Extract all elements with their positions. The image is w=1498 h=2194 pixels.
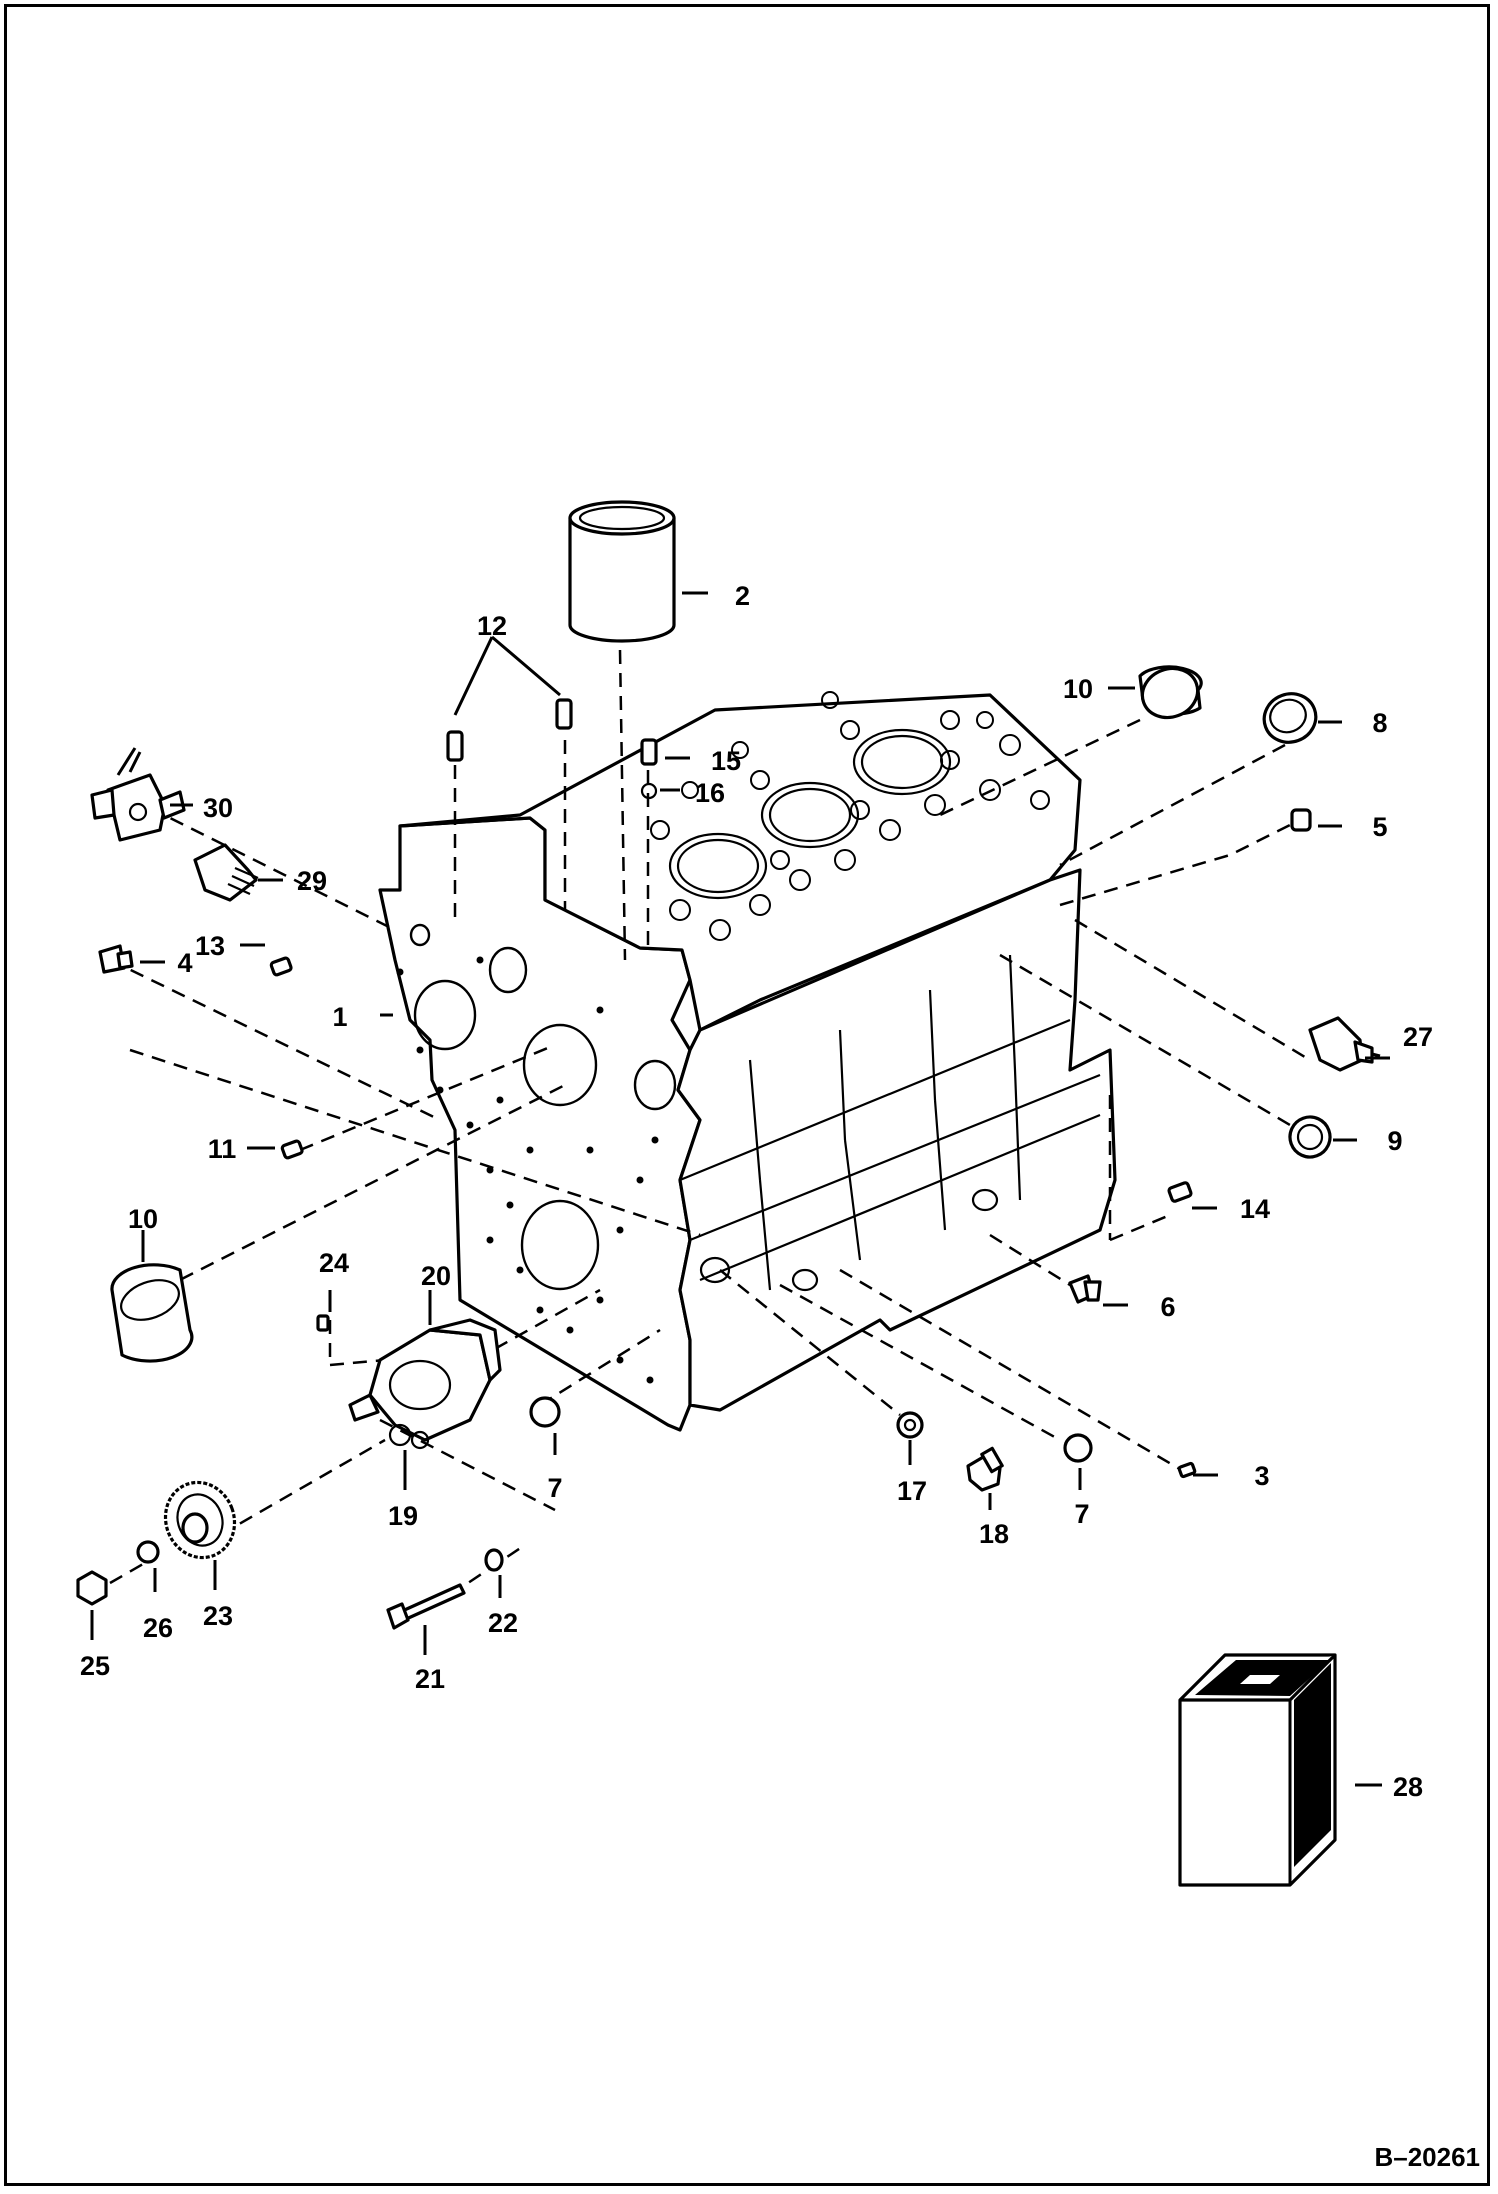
callout-30: 30 [203,793,233,823]
plug-part-8 [1262,692,1318,744]
pin-part-15 [640,738,658,766]
o-ring-part-16 [640,782,658,800]
plug-part-5 [1290,808,1312,832]
callout-19: 19 [388,1501,418,1531]
callout-10-top: 10 [1063,674,1093,704]
callout-28: 28 [1393,1772,1423,1802]
callout-21: 21 [415,1664,445,1694]
oil-pressure-switch [1308,1016,1381,1072]
callout-12: 12 [477,611,507,641]
drive-gear [163,1480,237,1560]
leader-lines [90,591,1390,1787]
plug-part-7-right [1063,1433,1093,1463]
gasket-kit-box [1178,1653,1337,1887]
injection-pump [348,1318,502,1450]
callout-7-left: 7 [547,1473,562,1503]
washer-part-22 [484,1548,504,1572]
callout-24: 24 [319,1248,349,1278]
washer-part-26 [136,1540,160,1564]
pin-part-14 [1167,1181,1193,1203]
callout-2: 2 [735,581,750,611]
callout-5: 5 [1372,812,1387,842]
callout-10-bottom: 10 [128,1204,158,1234]
callout-23: 23 [203,1601,233,1631]
callout-9: 9 [1387,1126,1402,1156]
callout-13: 13 [195,931,225,961]
valve-fitting [90,747,186,842]
seal-part-9 [1288,1115,1332,1159]
callout-29: 29 [297,866,327,896]
drawing-frame [4,4,1490,2186]
pin-part-13 [269,956,293,977]
key-part-24 [316,1314,330,1332]
callout-16: 16 [695,778,725,808]
bolt-part-21 [386,1583,466,1630]
plug-part-7-left [529,1396,561,1428]
expansion-plug-bottom [110,1263,194,1363]
expansion-plug-top [1138,665,1203,720]
dowel-pins [446,635,573,762]
callout-7-right: 7 [1074,1499,1089,1529]
assembly-lines [109,649,1311,1597]
plug-part-6 [1068,1274,1102,1304]
callout-20: 20 [421,1261,451,1291]
drawing-code: B–20261 [1374,2142,1480,2172]
callout-3: 3 [1254,1461,1269,1491]
bolt-part-18 [966,1446,1004,1492]
callout-6: 6 [1160,1292,1175,1322]
engine-block [378,691,1117,1432]
callout-15: 15 [711,746,741,776]
callout-4: 4 [177,948,192,978]
pin-part-3 [1177,1461,1197,1479]
callout-14: 14 [1240,1194,1270,1224]
pin-part-11 [280,1139,304,1160]
callout-1: 1 [332,1002,347,1032]
callout-17: 17 [897,1476,927,1506]
washer-part-17 [896,1411,924,1439]
callout-18: 18 [979,1519,1009,1549]
adapter-fitting [193,843,259,902]
nut-part-25 [76,1570,108,1606]
cylinder-liner [568,500,676,643]
callout-8: 8 [1372,708,1387,738]
callout-27: 27 [1403,1022,1433,1052]
callout-26: 26 [143,1613,173,1643]
callout-11: 11 [208,1134,237,1164]
callout-22: 22 [488,1608,518,1638]
plug-part-4 [98,944,134,974]
callout-25: 25 [80,1651,110,1681]
